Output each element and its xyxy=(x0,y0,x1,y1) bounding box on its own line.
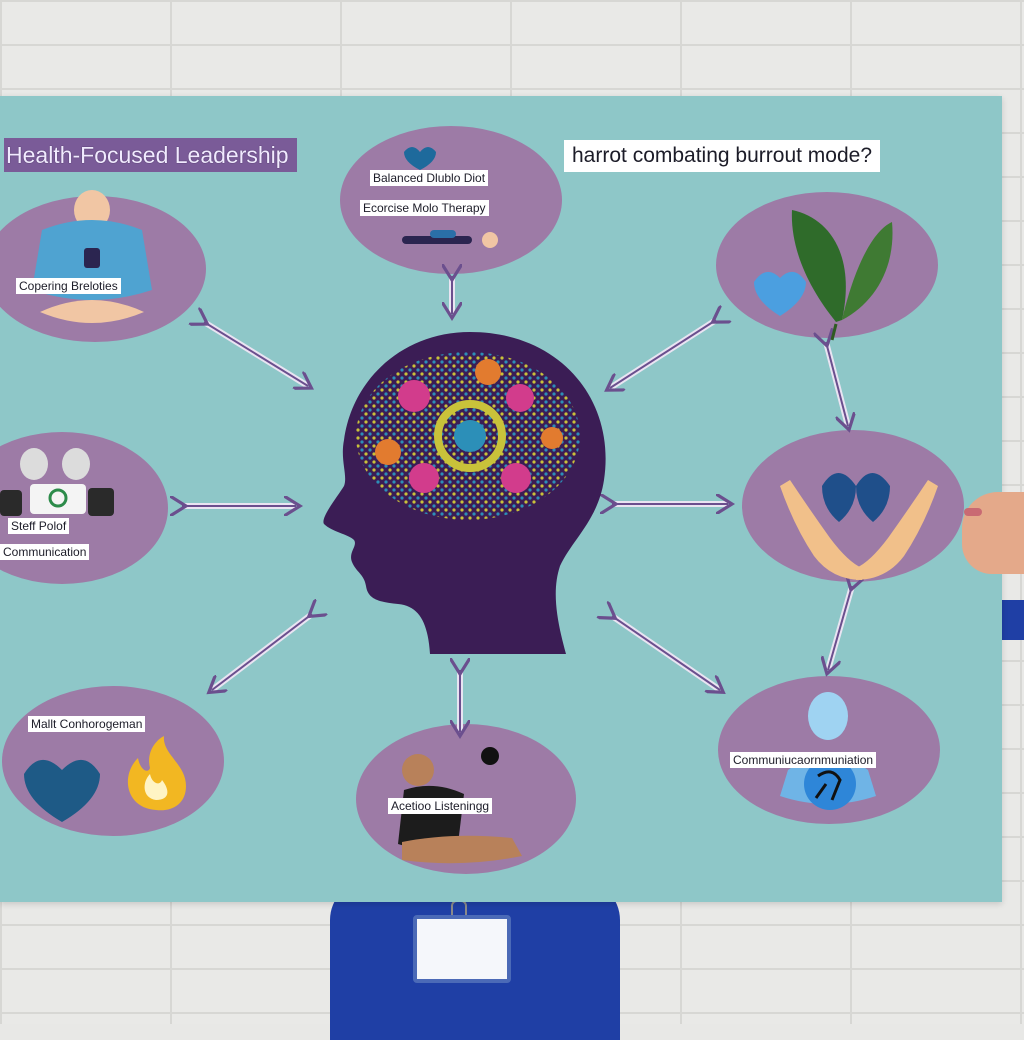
hands-hearts-icon xyxy=(780,473,938,580)
hand xyxy=(962,492,1024,574)
node-label-communication-right: Communiucaornmuniation xyxy=(730,752,877,768)
node-label-management: Mallt Conhorogeman xyxy=(28,716,146,732)
person-globe-icon xyxy=(780,692,876,810)
flame-icon xyxy=(127,736,186,811)
leaves-icon xyxy=(791,210,893,341)
connector-arrow-heads xyxy=(182,276,852,732)
hearts-icon xyxy=(404,147,436,170)
dark-heart-icon xyxy=(24,759,100,822)
blue-heart-icon xyxy=(754,271,806,316)
fingernail xyxy=(964,508,982,516)
node-label-therapy: Ecorcise Molo Therapy xyxy=(360,200,489,216)
id-badge xyxy=(413,915,511,983)
node-label-staff: Steff Polof xyxy=(8,518,70,534)
node-label-coping: Copering Breloties xyxy=(16,278,121,294)
node-label-diet: Balanced Dlublo Diot xyxy=(370,170,489,186)
devices-icon xyxy=(0,448,114,516)
poster-title: Health-Focused Leadership xyxy=(4,138,297,172)
brain-blobs xyxy=(375,359,563,493)
meditating-person-icon xyxy=(32,190,152,323)
node-label-communication: Communication xyxy=(0,544,90,560)
reclining-person-icon xyxy=(402,230,498,248)
poster-subtitle: harrot combating burrout mode? xyxy=(564,140,880,172)
node-label-listening: Acetioo Listeningg xyxy=(388,798,493,814)
